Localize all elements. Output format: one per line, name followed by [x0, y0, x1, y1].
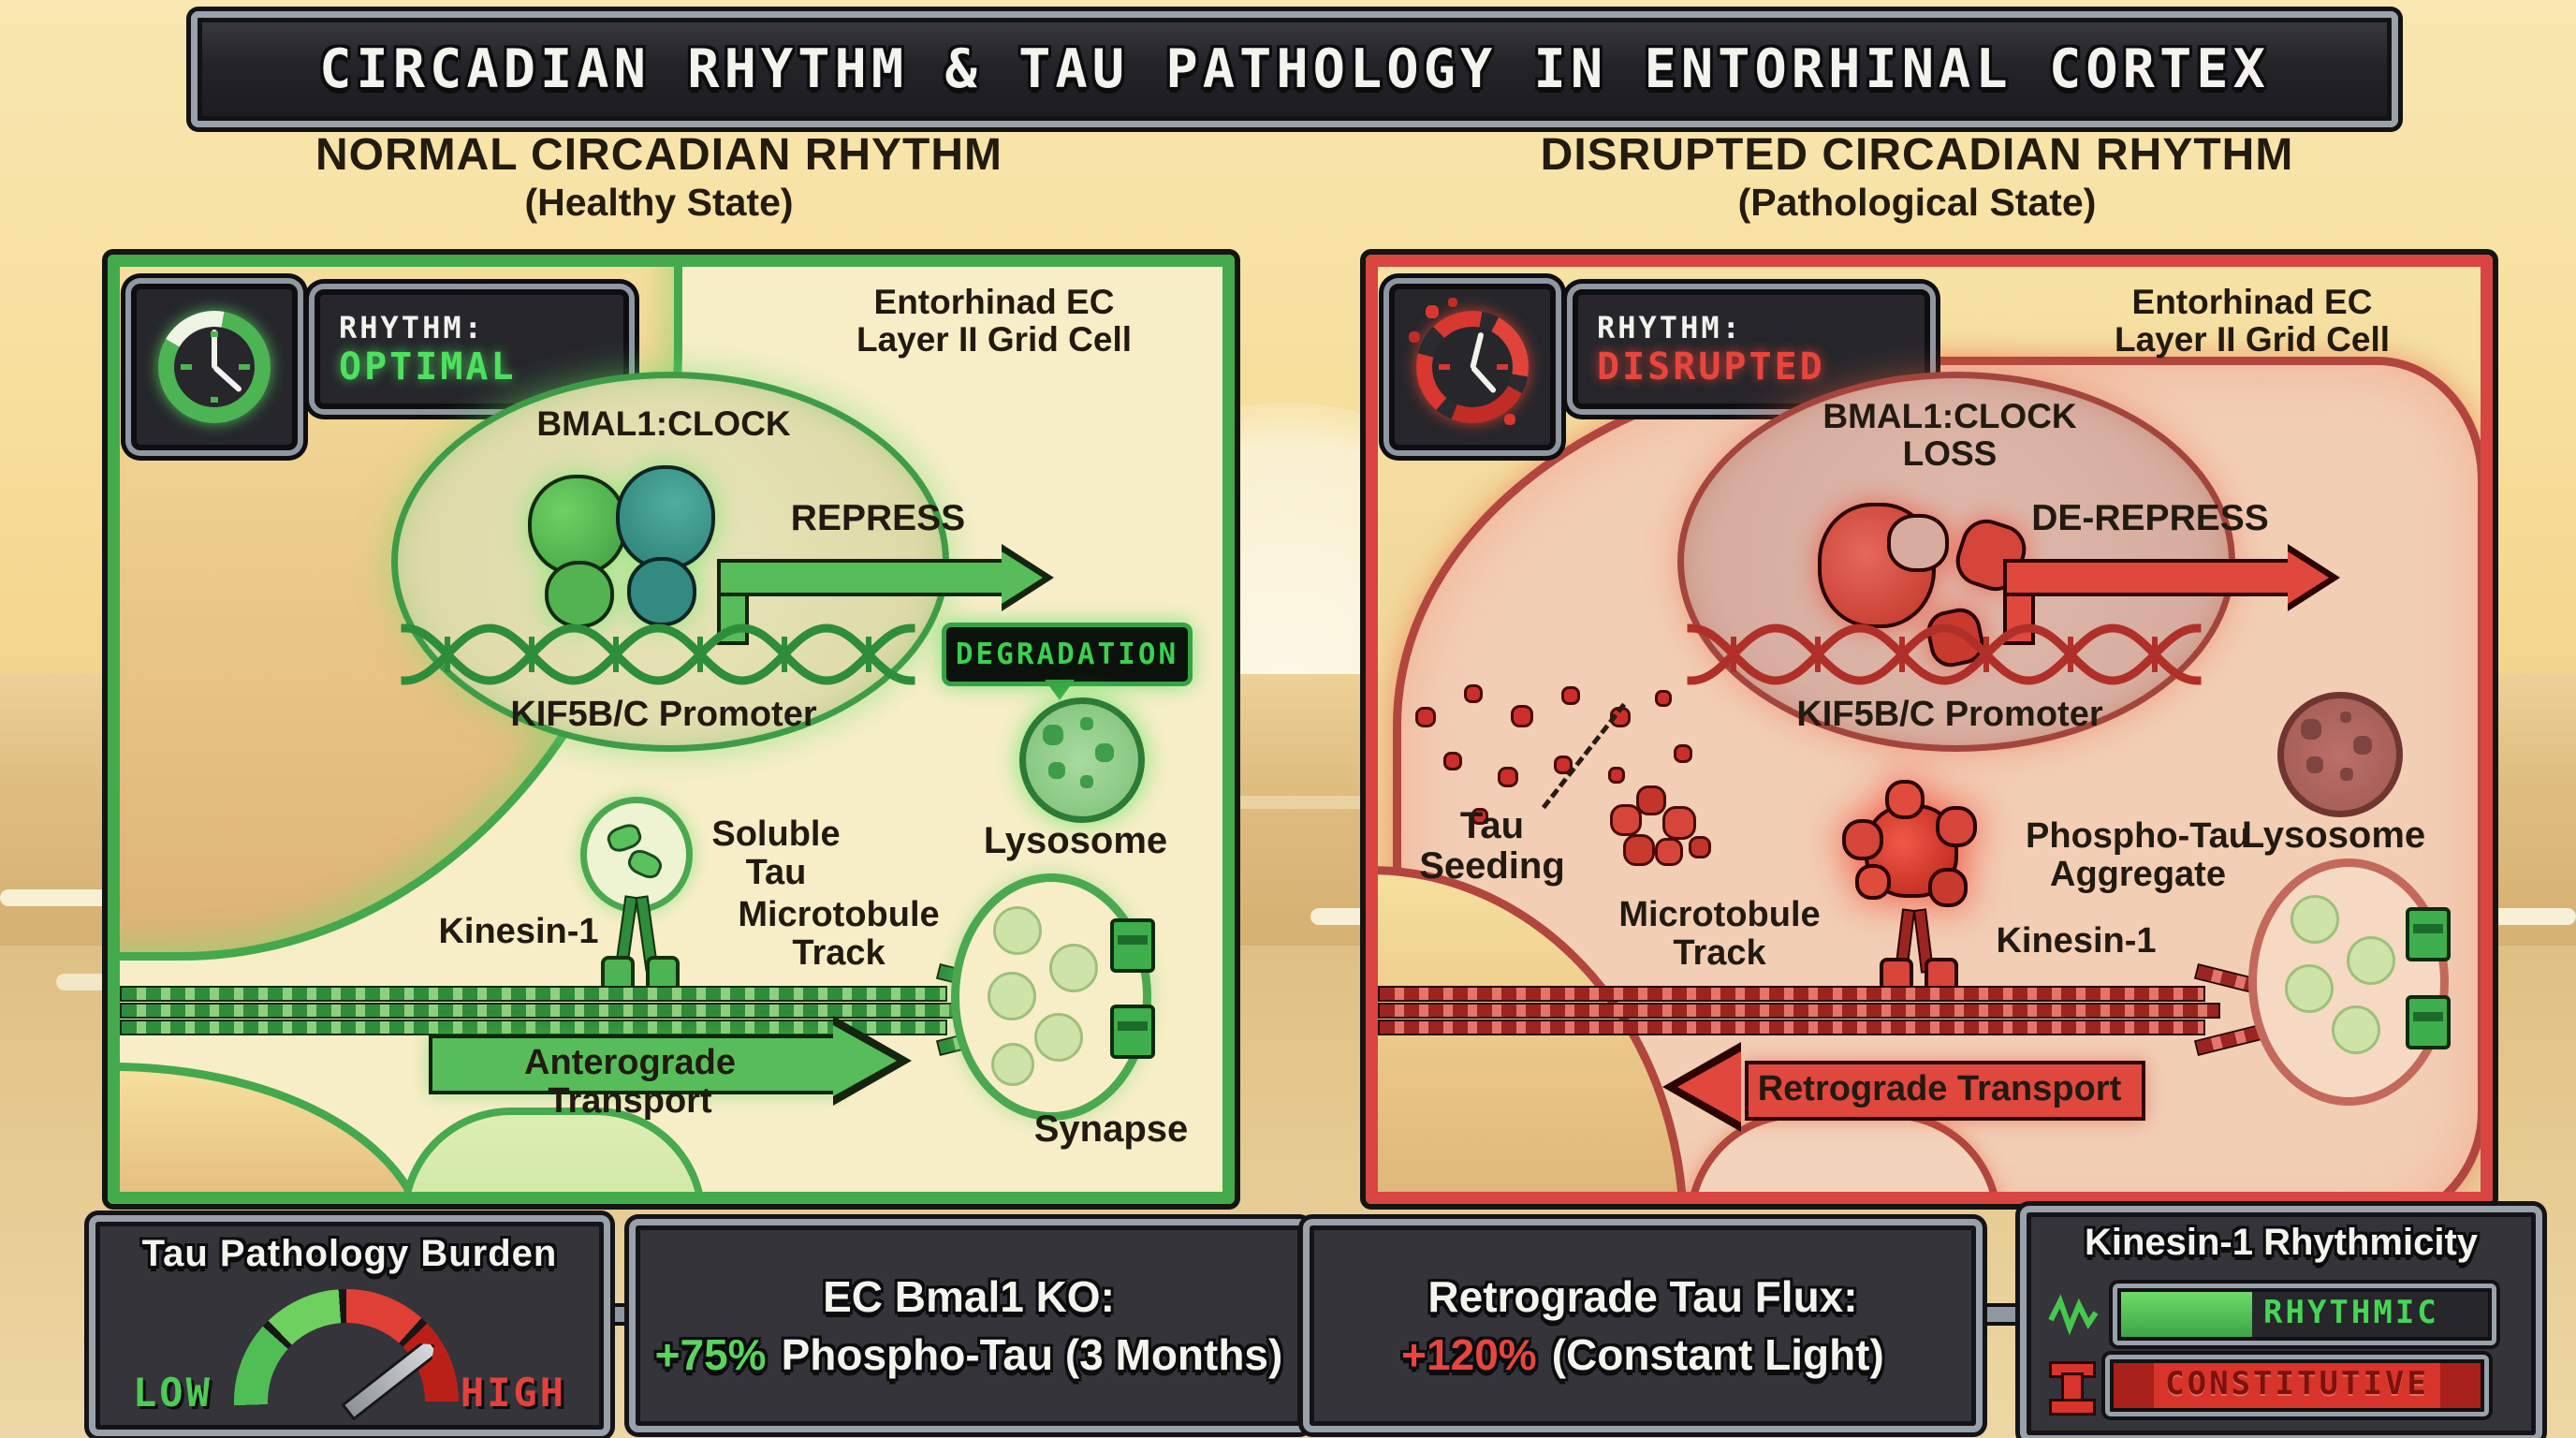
promoter-label: KIF5B/C Promoter [1796, 695, 2103, 734]
soluble-tau-label: Soluble Tau [711, 814, 841, 893]
microtubule-label: Microtobule Track [1618, 895, 1821, 974]
broken-clock-icon [1389, 284, 1556, 450]
constitutive-bar: CONSTITUTIVE [2105, 1355, 2489, 1416]
lysosome-healthy [1019, 697, 1145, 823]
aggregate-label: Phospho-Tau Aggregate [2026, 816, 2250, 895]
cell-type-label: Entorhinad EC Layer II Grid Cell [2114, 283, 2391, 359]
constitutive-row: CONSTITUTIVE [2047, 1355, 2489, 1416]
left-heading: NORMAL CIRCADIAN RHYTHM [315, 130, 1003, 180]
sine-wave-icon [2048, 1294, 2099, 1336]
rhythmic-label: RHYTHMIC [2263, 1294, 2439, 1331]
synapse-label: Synapse [1033, 1108, 1189, 1150]
dna-helix [1687, 624, 2202, 685]
promoter-label: KIF5B/C Promoter [510, 695, 817, 734]
tau-oligomer-cluster [1604, 780, 1717, 883]
rhythm-status: OPTIMAL [339, 345, 517, 389]
rhythmicity-box: Kinesin-1 Rhythmicity RHYTHMIC CONSTITUT… [2020, 1206, 2542, 1438]
lysosome-pathological [2277, 692, 2403, 817]
microtubule-label: Microtobule Track [738, 895, 940, 974]
bmal1-fragments [1818, 497, 2061, 675]
stat-flux-desc: (Constant Light) [1551, 1330, 1884, 1379]
cell-type-label: Entorhinad EC Layer II Grid Cell [856, 283, 1133, 359]
dna-helix [401, 624, 915, 685]
healthy-panel: RHYTHM: OPTIMAL Entorhinad EC Layer II G… [108, 255, 1235, 1204]
anterograde-label: Anterograde Transport [524, 1043, 736, 1122]
synapse-terminal [951, 873, 1151, 1121]
stat-flux-value: +120% [1401, 1330, 1537, 1379]
soluble-tau-vesicle [580, 797, 693, 913]
stat-bmal1-box: EC Bmal1 KO: +75% Phospho-Tau (3 Months) [629, 1219, 1309, 1432]
degradation-label: DEGRADATION [955, 638, 1179, 671]
repress-arrow-body [717, 559, 1005, 596]
degradation-pointer [1045, 680, 1075, 700]
stat-flux-title: Retrograde Tau Flux: [1427, 1272, 1858, 1321]
tau-seeding-label: Tau Seeding [1419, 805, 1565, 888]
stat-bmal1-title: EC Bmal1 KO: [823, 1272, 1115, 1321]
constitutive-label: CONSTITUTIVE [2165, 1365, 2429, 1402]
retrograde-label: Retrograde Transport [1757, 1069, 2122, 1108]
degradation-badge: DEGRADATION [942, 623, 1193, 686]
retrograde-arrow [1745, 1061, 2145, 1121]
extracellular-space [120, 1063, 430, 1192]
repress-label: REPRESS [790, 498, 966, 538]
tau-seeding-particles [1387, 669, 1705, 857]
phospho-tau-aggregate [1838, 778, 1979, 918]
right-heading-block: DISRUPTED CIRCADIAN RHYTHM (Pathological… [1366, 129, 2468, 225]
stat-bmal1-value: +75% [654, 1330, 767, 1379]
tau-burden-gauge-box: Tau Pathology Burden LOW HIGH [89, 1215, 610, 1436]
rhythmicity-title: Kinesin-1 Rhythmicity [2084, 1222, 2479, 1263]
rhythm-status: DISRUPTED [1597, 345, 1825, 389]
left-subheading: (Healthy State) [524, 181, 794, 224]
page-title: CIRCADIAN RHYTHM & TAU PATHOLOGY IN ENTO… [319, 38, 2270, 100]
lysosome-label: Lysosome [2241, 814, 2426, 856]
bmal1-clock-label: BMAL1:CLOCK [536, 404, 791, 443]
derepress-arrow-body [2003, 559, 2291, 596]
stat-flux-box: Retrograde Tau Flux: +120% (Constant Lig… [1303, 1219, 1983, 1432]
rhythm-badge-healthy: RHYTHM: OPTIMAL [131, 284, 629, 450]
gauge-high-label: HIGH [460, 1370, 566, 1416]
bmal1-clock-protein [528, 452, 724, 639]
microtubule-track [1378, 986, 2205, 1002]
derepress-label: DE-REPRESS [2031, 498, 2269, 538]
bmal1-loss-label: BMAL1:CLOCK LOSS [1822, 397, 2077, 473]
title-bar: CIRCADIAN RHYTHM & TAU PATHOLOGY IN ENTO… [191, 11, 2398, 127]
right-subheading: (Pathological State) [1737, 181, 2097, 224]
lysosome-label: Lysosome [983, 820, 1168, 861]
gauge-dial [206, 1289, 487, 1405]
pathological-panel: RHYTHM: DISRUPTED Entorhinad EC Layer II… [1366, 255, 2493, 1204]
gauge-title: Tau Pathology Burden [141, 1233, 558, 1274]
left-heading-block: NORMAL CIRCADIAN RHYTHM (Healthy State) [108, 129, 1210, 225]
gauge-low-label: LOW [133, 1370, 212, 1416]
kinesin-label: Kinesin-1 [438, 912, 599, 951]
rhythmic-bar: RHYTHMIC [2113, 1284, 2496, 1345]
kinesin-label: Kinesin-1 [1996, 921, 2157, 961]
receptor-icon [2406, 995, 2451, 1049]
rhythmic-row: RHYTHMIC [2047, 1284, 2496, 1345]
right-heading: DISRUPTED CIRCADIAN RHYTHM [1540, 130, 2294, 180]
stalled-motor-icon [2047, 1359, 2096, 1416]
microtubule-track [120, 986, 947, 1002]
rhythm-status-box: RHYTHM: OPTIMAL [315, 289, 629, 409]
stat-bmal1-desc: Phospho-Tau (3 Months) [781, 1330, 1283, 1379]
rhythm-label: RHYTHM: [1597, 310, 1743, 345]
receptor-icon [1110, 1005, 1155, 1059]
receptor-icon [2406, 907, 2451, 961]
rhythm-label: RHYTHM: [339, 310, 485, 345]
clock-icon [131, 284, 298, 450]
synapse-terminal [2248, 858, 2449, 1106]
receptor-icon [1110, 918, 1155, 973]
